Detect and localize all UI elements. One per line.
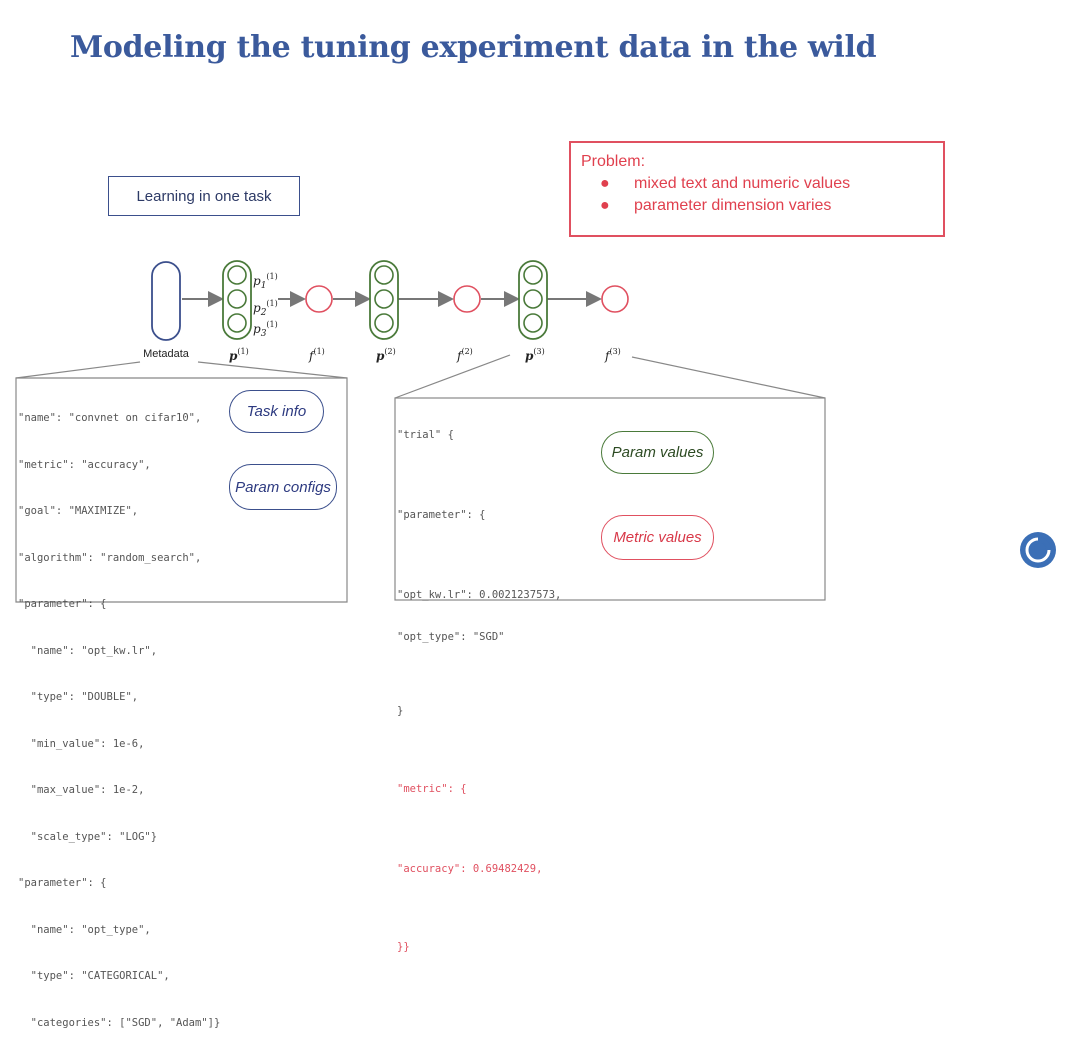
code-line: }} <box>397 941 410 953</box>
problem-title: Problem: <box>581 153 646 170</box>
code-line: "name": "convnet on cifar10", <box>18 412 202 424</box>
code-line: "opt_type": "SGD" <box>397 631 505 643</box>
p-label-1: p(1) <box>229 347 249 363</box>
code-line: "name": "opt_type", <box>18 923 151 936</box>
metric-values-pill: Metric values <box>601 515 714 560</box>
task-callout-frame <box>15 377 348 603</box>
code-line: "type": "CATEGORICAL", <box>18 970 170 982</box>
code-line: } <box>397 705 404 717</box>
code-line: "metric": "accuracy", <box>18 458 151 471</box>
problem-item: ● mixed text and numeric values <box>581 175 933 193</box>
code-line: "name": "opt_kw.lr", <box>18 644 158 657</box>
param-values-label: Param values <box>611 444 704 461</box>
f-label-1: f(1) <box>308 347 325 363</box>
learning-in-one-task-box: Learning in one task <box>108 176 300 216</box>
code-line: "max_value": 1e-2, <box>18 784 145 796</box>
code-line: "accuracy": 0.69482429, <box>397 863 543 875</box>
code-line: "min_value": 1e-6, <box>18 737 145 750</box>
code-line: "scale_type": "LOG"} <box>18 830 158 843</box>
trial-callout-frame <box>394 397 826 601</box>
pipeline-diagram: Metadata p1(1) p2(1) p3(1) p(1) p(2) p(3… <box>15 260 826 603</box>
callout-line <box>631 356 826 399</box>
problem-item-text: parameter dimension varies <box>634 197 832 214</box>
f-label-3: f(3) <box>604 347 621 363</box>
p-label-3: p(3) <box>525 347 545 363</box>
task-info-pill: Task info <box>229 390 324 433</box>
p-label-2: p(2) <box>376 347 396 363</box>
code-line: "algorithm": "random_search", <box>18 551 202 564</box>
code-line: "type": "DOUBLE", <box>18 691 139 703</box>
param-label-p3: p3(1) <box>253 320 278 339</box>
code-line: "opt_kw.lr": 0.0021237573, <box>397 589 562 601</box>
f-node-2 <box>453 285 481 313</box>
problem-list: ● mixed text and numeric values ● paramete… <box>581 175 933 215</box>
callout-line <box>197 361 348 379</box>
page-title: Modeling the tuning experiment data in t… <box>70 30 877 65</box>
problem-item-text: mixed text and numeric values <box>634 175 851 192</box>
bullet-icon: ● <box>600 197 610 214</box>
code-line: "metric": { <box>397 783 467 795</box>
callout-line <box>394 354 511 399</box>
problem-box: Problem: ● mixed text and numeric values … <box>569 141 945 237</box>
metric-values-label: Metric values <box>613 529 702 546</box>
param-label-p1: p1(1) <box>253 272 278 291</box>
callout-line <box>15 361 141 379</box>
f-node-3 <box>601 285 629 313</box>
metadata-label: Metadata <box>143 348 190 360</box>
task-info-label: Task info <box>246 403 307 420</box>
code-line: "parameter": { <box>18 877 107 889</box>
code-line: "categories": ["SGD", "Adam"]} <box>18 1016 221 1029</box>
task-code-block: "name": "convnet on cifar10", "metric": … <box>18 380 220 1047</box>
code-line: "parameter": { <box>397 509 486 521</box>
f-label-2: f(2) <box>456 347 473 363</box>
bullet-icon: ● <box>600 175 610 192</box>
trial-code-block: "trial" { "parameter": { "opt_kw.lr": 0.… <box>397 400 561 968</box>
param-configs-pill: Param configs <box>229 464 337 510</box>
param-configs-label: Param configs <box>235 478 331 496</box>
param-values-pill: Param values <box>601 431 714 474</box>
code-line: "parameter": { <box>18 598 107 610</box>
f-node-1 <box>305 285 333 313</box>
param-node-3 <box>518 260 548 340</box>
metadata-node <box>151 261 181 341</box>
problem-item: ● parameter dimension varies <box>581 197 933 215</box>
param-node-1 <box>222 260 252 340</box>
logo-icon <box>1020 532 1056 568</box>
learning-box-label: Learning in one task <box>136 187 272 205</box>
code-line: "trial" { <box>397 429 454 441</box>
param-node-2 <box>369 260 399 340</box>
param-label-p2: p2(1) <box>253 299 278 318</box>
code-line: "goal": "MAXIMIZE", <box>18 505 139 517</box>
